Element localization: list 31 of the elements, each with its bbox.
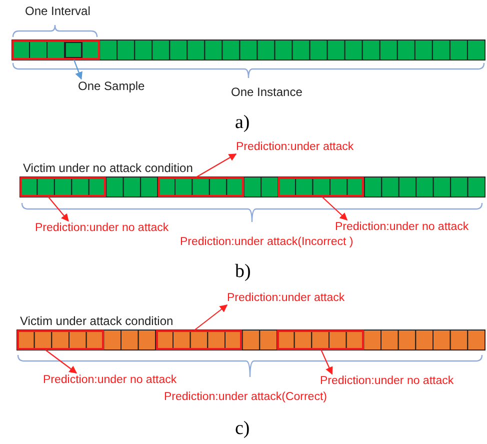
arrow [322, 196, 348, 221]
interval-label: One Interval [25, 4, 90, 18]
condition-label: Victim under attack condition [20, 314, 174, 328]
interval-frame [12, 40, 100, 60]
prediction-text: Prediction:under no attack [335, 220, 469, 234]
panel-caption: b) [235, 261, 251, 283]
sample-label: One Sample [78, 79, 145, 93]
interval-frame [20, 177, 106, 197]
interval-frame [17, 330, 104, 350]
panel-caption: c) [235, 418, 250, 440]
arrow [194, 304, 228, 330]
prediction-text: Prediction:under no attack [43, 373, 177, 387]
interval-frame [156, 330, 242, 350]
overall-prediction-label: Prediction:under attack(Incorrect ) [180, 235, 354, 249]
arrow [196, 154, 237, 178]
condition-label: Victim under no attack condition [23, 161, 193, 175]
interval-frame [158, 177, 244, 197]
instance-label: One Instance [231, 85, 302, 99]
prediction-text: Prediction:under attack [227, 291, 345, 305]
arrow [45, 350, 78, 374]
panel-caption: a) [235, 112, 250, 134]
prediction-text: Prediction:under attack [236, 140, 354, 154]
prediction-text: Prediction:under no attack [320, 374, 454, 388]
arrow [320, 350, 333, 375]
interval-frame [277, 330, 364, 350]
interval-frame [278, 177, 364, 197]
arrow [72, 58, 82, 80]
prediction-text: Prediction:under no attack [35, 221, 169, 235]
sample-square [64, 42, 82, 58]
overall-prediction-label: Prediction:under attack(Correct) [164, 390, 327, 404]
arrow [48, 196, 69, 222]
